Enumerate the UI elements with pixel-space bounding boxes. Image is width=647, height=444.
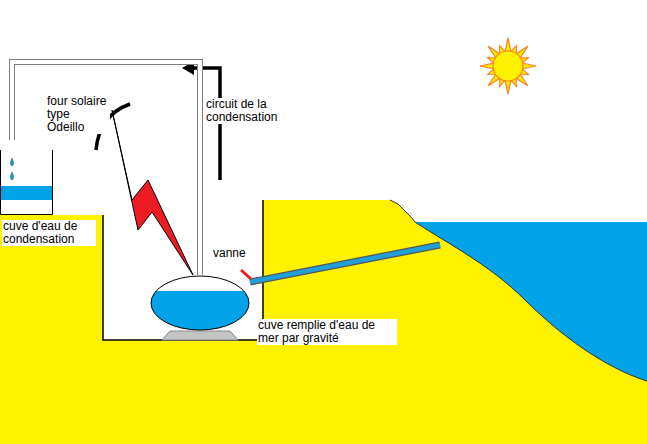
tank-outline bbox=[1, 150, 53, 215]
tank-shape bbox=[150, 275, 250, 331]
seawater-tank: cuve remplie d'eau de mer par gravité bbox=[150, 275, 250, 331]
condensate-water bbox=[0, 186, 52, 200]
water-drop bbox=[11, 172, 14, 180]
circuit-label: circuit de la condensation bbox=[205, 98, 293, 124]
sun-ray bbox=[505, 38, 511, 52]
sun-ray bbox=[480, 63, 494, 69]
sea bbox=[415, 222, 647, 381]
tank-label: cuve d'eau de condensation bbox=[2, 220, 96, 246]
pit-outline bbox=[103, 200, 263, 340]
valve-symbol bbox=[241, 270, 251, 279]
sea-pipe bbox=[250, 245, 440, 282]
tank-base bbox=[162, 331, 238, 340]
sun-ray bbox=[505, 80, 511, 94]
sun bbox=[480, 38, 536, 94]
condensation-tank: cuve d'eau de condensation bbox=[0, 150, 53, 215]
sun-ray bbox=[522, 63, 536, 69]
sea-pipe-outline bbox=[250, 245, 440, 282]
tank-label: cuve remplie d'eau de mer par gravité bbox=[257, 319, 397, 345]
valve-label: vanne bbox=[212, 247, 258, 260]
solar-ray-bolt bbox=[112, 110, 193, 275]
tank-outline bbox=[151, 276, 249, 330]
seawater bbox=[151, 291, 249, 330]
solar-oven-label: four solaire type Odeillo bbox=[46, 95, 110, 134]
water-drop bbox=[11, 158, 14, 166]
tank-body bbox=[151, 276, 249, 330]
sand-ground bbox=[0, 200, 647, 444]
tank-shape bbox=[0, 150, 53, 215]
shoreline bbox=[390, 200, 647, 381]
